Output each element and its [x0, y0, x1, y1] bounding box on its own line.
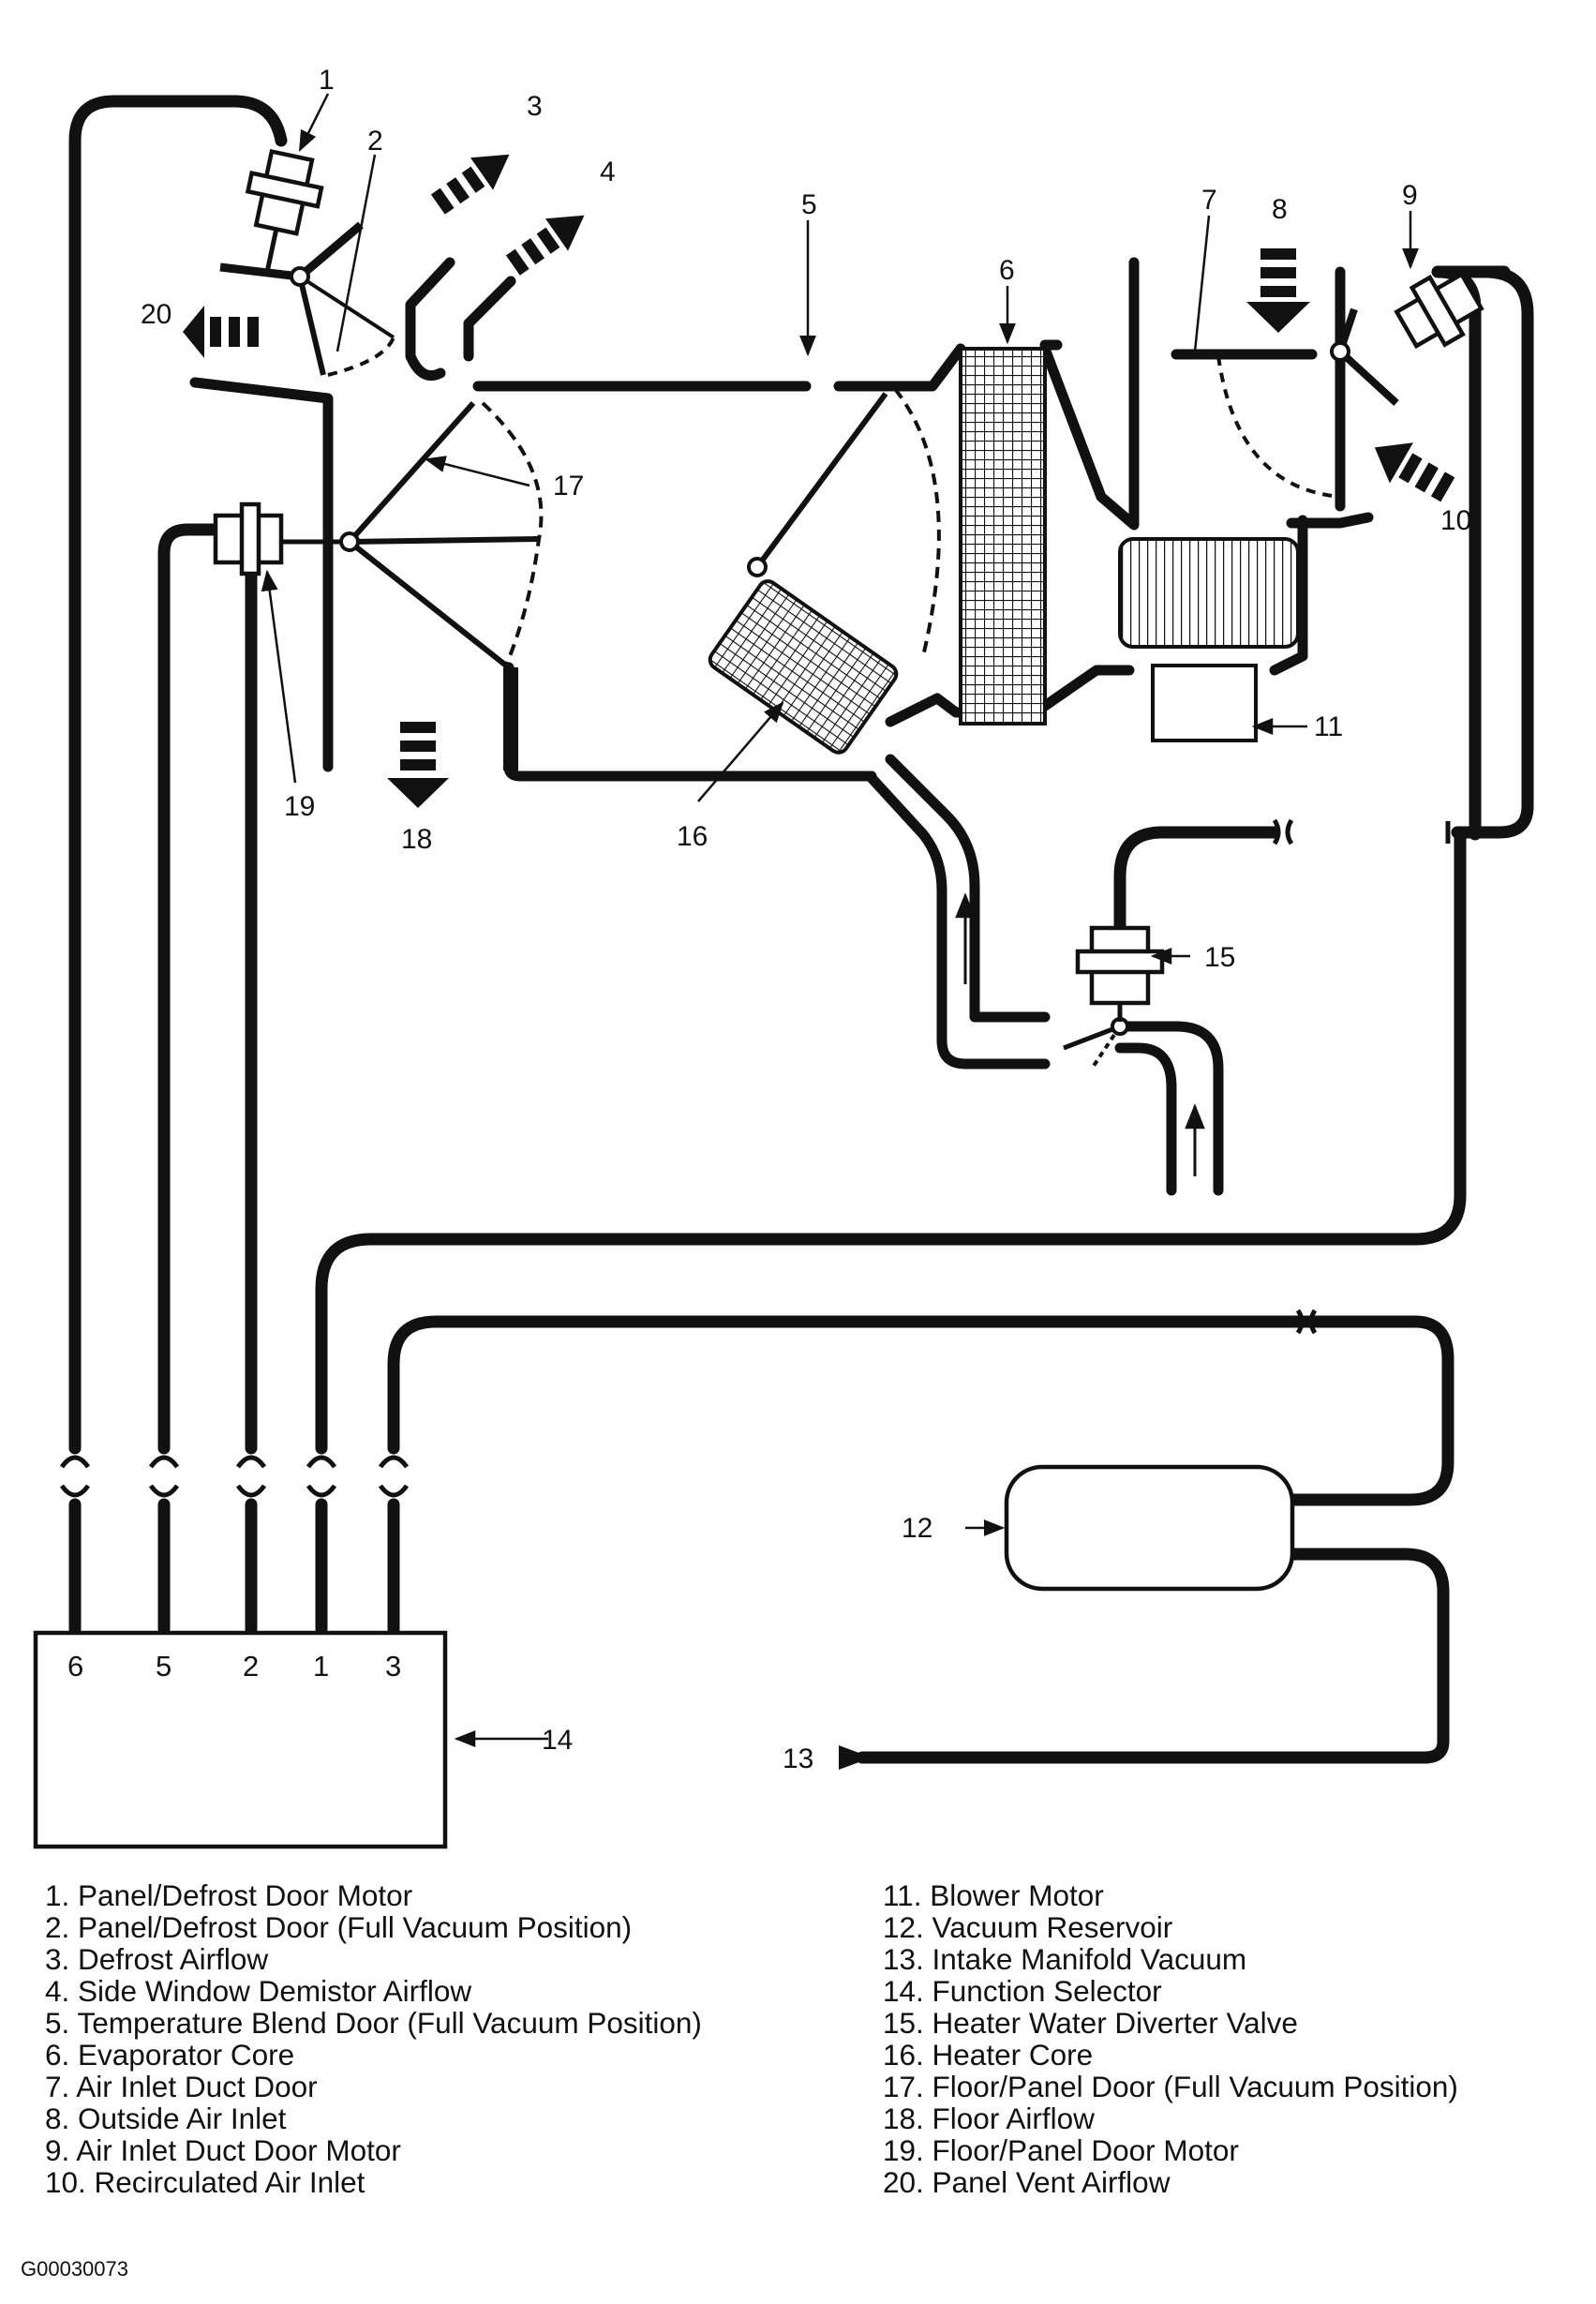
legend-left-column: 1. Panel/Defrost Door Motor 2. Panel/Def…	[45, 1879, 702, 2198]
panel-defrost-door	[219, 221, 395, 377]
air-inlet-duct-door	[1216, 307, 1399, 499]
callout-18: 18	[401, 824, 432, 855]
legend-item: 17. Floor/Panel Door (Full Vacuum Positi…	[883, 2070, 1458, 2103]
callout-3: 3	[527, 91, 543, 122]
blower-motor	[1151, 664, 1258, 742]
hose-connectors	[1272, 818, 1451, 1335]
floor-panel-door-motor	[213, 501, 342, 576]
vacuum-reservoir	[1004, 1464, 1295, 1592]
temperature-blend-door	[747, 387, 941, 657]
heater-core	[708, 579, 899, 755]
hose-port-6	[68, 95, 288, 1455]
selector-port-2: 2	[243, 1650, 259, 1683]
callout-17: 17	[553, 471, 584, 501]
callout-12: 12	[902, 1513, 932, 1544]
floor-airflow-arrow	[387, 722, 449, 808]
callout-4: 4	[600, 157, 616, 187]
outside-air-arrow	[1246, 248, 1310, 333]
selector-port-5: 5	[156, 1650, 172, 1683]
blower-wheel	[1118, 537, 1300, 649]
callout-10: 10	[1440, 505, 1471, 536]
legend-item: 18. Floor Airflow	[883, 2102, 1095, 2135]
legend-item: 1. Panel/Defrost Door Motor	[45, 1878, 413, 1912]
heater-water-diverter-valve	[1075, 925, 1165, 1022]
callout-14: 14	[542, 1725, 573, 1756]
hose-diverter-valve	[1113, 826, 1281, 935]
hose-port-5	[157, 523, 224, 1455]
callout-6: 6	[999, 255, 1015, 286]
selector-hose-stubs	[68, 1498, 400, 1636]
legend-item: 12. Vacuum Reservoir	[883, 1910, 1173, 1944]
callout-1: 1	[319, 65, 335, 96]
evaporator-core	[959, 347, 1047, 726]
demistor-airflow-arrow	[505, 215, 585, 276]
legend-item: 19. Floor/Panel Door Motor	[883, 2133, 1239, 2167]
selector-port-6: 6	[67, 1650, 83, 1683]
callout-19: 19	[284, 791, 315, 822]
selector-port-3: 3	[385, 1650, 401, 1683]
legend-item: 7. Air Inlet Duct Door	[45, 2070, 318, 2103]
manifold-arrow	[839, 1745, 872, 1770]
legend-item: 2. Panel/Defrost Door (Full Vacuum Posit…	[45, 1910, 633, 1944]
hose-manifold	[856, 1548, 1450, 1764]
callout-numbers: 1 2 3 4 5 6 7 8 9 10 11 12 13 14 15 16 1…	[141, 65, 1471, 1774]
panel-vent-airflow-arrow	[183, 306, 259, 358]
figure-id: G00030073	[21, 2257, 128, 2281]
legend-item: 11. Blower Motor	[883, 1878, 1104, 1912]
hose-port-3	[387, 1315, 1454, 1506]
hose-port-1	[315, 828, 1467, 1455]
legend-item: 20. Panel Vent Airflow	[883, 2165, 1171, 2199]
callout-7: 7	[1201, 185, 1217, 216]
callout-13: 13	[783, 1743, 813, 1774]
legend-item: 16. Heater Core	[883, 2038, 1094, 2072]
callout-16: 16	[677, 821, 708, 852]
callout-leaders	[261, 93, 1419, 1747]
callout-5: 5	[801, 189, 817, 220]
selector-port-1: 1	[313, 1650, 329, 1683]
callout-11: 11	[1314, 711, 1343, 742]
callout-20: 20	[141, 299, 172, 330]
callout-9: 9	[1402, 180, 1418, 211]
legend-item: 6. Evaporator Core	[45, 2038, 295, 2072]
panel-defrost-door-motor	[245, 148, 324, 271]
callout-2: 2	[367, 126, 383, 157]
air-inlet-duct-door-motor	[1394, 271, 1484, 350]
floor-panel-door	[339, 401, 544, 668]
recirculated-air-arrow	[1374, 442, 1455, 502]
coolant-flow-arrows	[955, 892, 1205, 1176]
legend-item: 8. Outside Air Inlet	[45, 2102, 287, 2135]
legend-item: 4. Side Window Demistor Airflow	[45, 1974, 472, 2008]
callout-15: 15	[1204, 942, 1235, 973]
legend-item: 10. Recirculated Air Inlet	[45, 2165, 365, 2199]
legend-item: 3. Defrost Airflow	[45, 1942, 269, 1976]
selector-hose-connectors	[59, 1455, 410, 1498]
defrost-airflow-arrow	[430, 154, 510, 215]
legend-right-column: 11. Blower Motor 12. Vacuum Reservoir 13…	[883, 1879, 1458, 2198]
hose-air-inlet-motor	[1431, 265, 1534, 841]
legend-item: 9. Air Inlet Duct Door Motor	[45, 2133, 401, 2167]
legend-item: 14. Function Selector	[883, 1974, 1162, 2008]
callout-8: 8	[1272, 194, 1288, 225]
legend-item: 13. Intake Manifold Vacuum	[883, 1942, 1247, 1976]
function-selector-box	[33, 1630, 448, 1849]
airflow-arrows	[183, 154, 1455, 808]
floor-duct-lip	[503, 667, 518, 770]
legend-item: 15. Heater Water Diverter Valve	[883, 2006, 1298, 2040]
legend-item: 5. Temperature Blend Door (Full Vacuum P…	[45, 2006, 702, 2040]
